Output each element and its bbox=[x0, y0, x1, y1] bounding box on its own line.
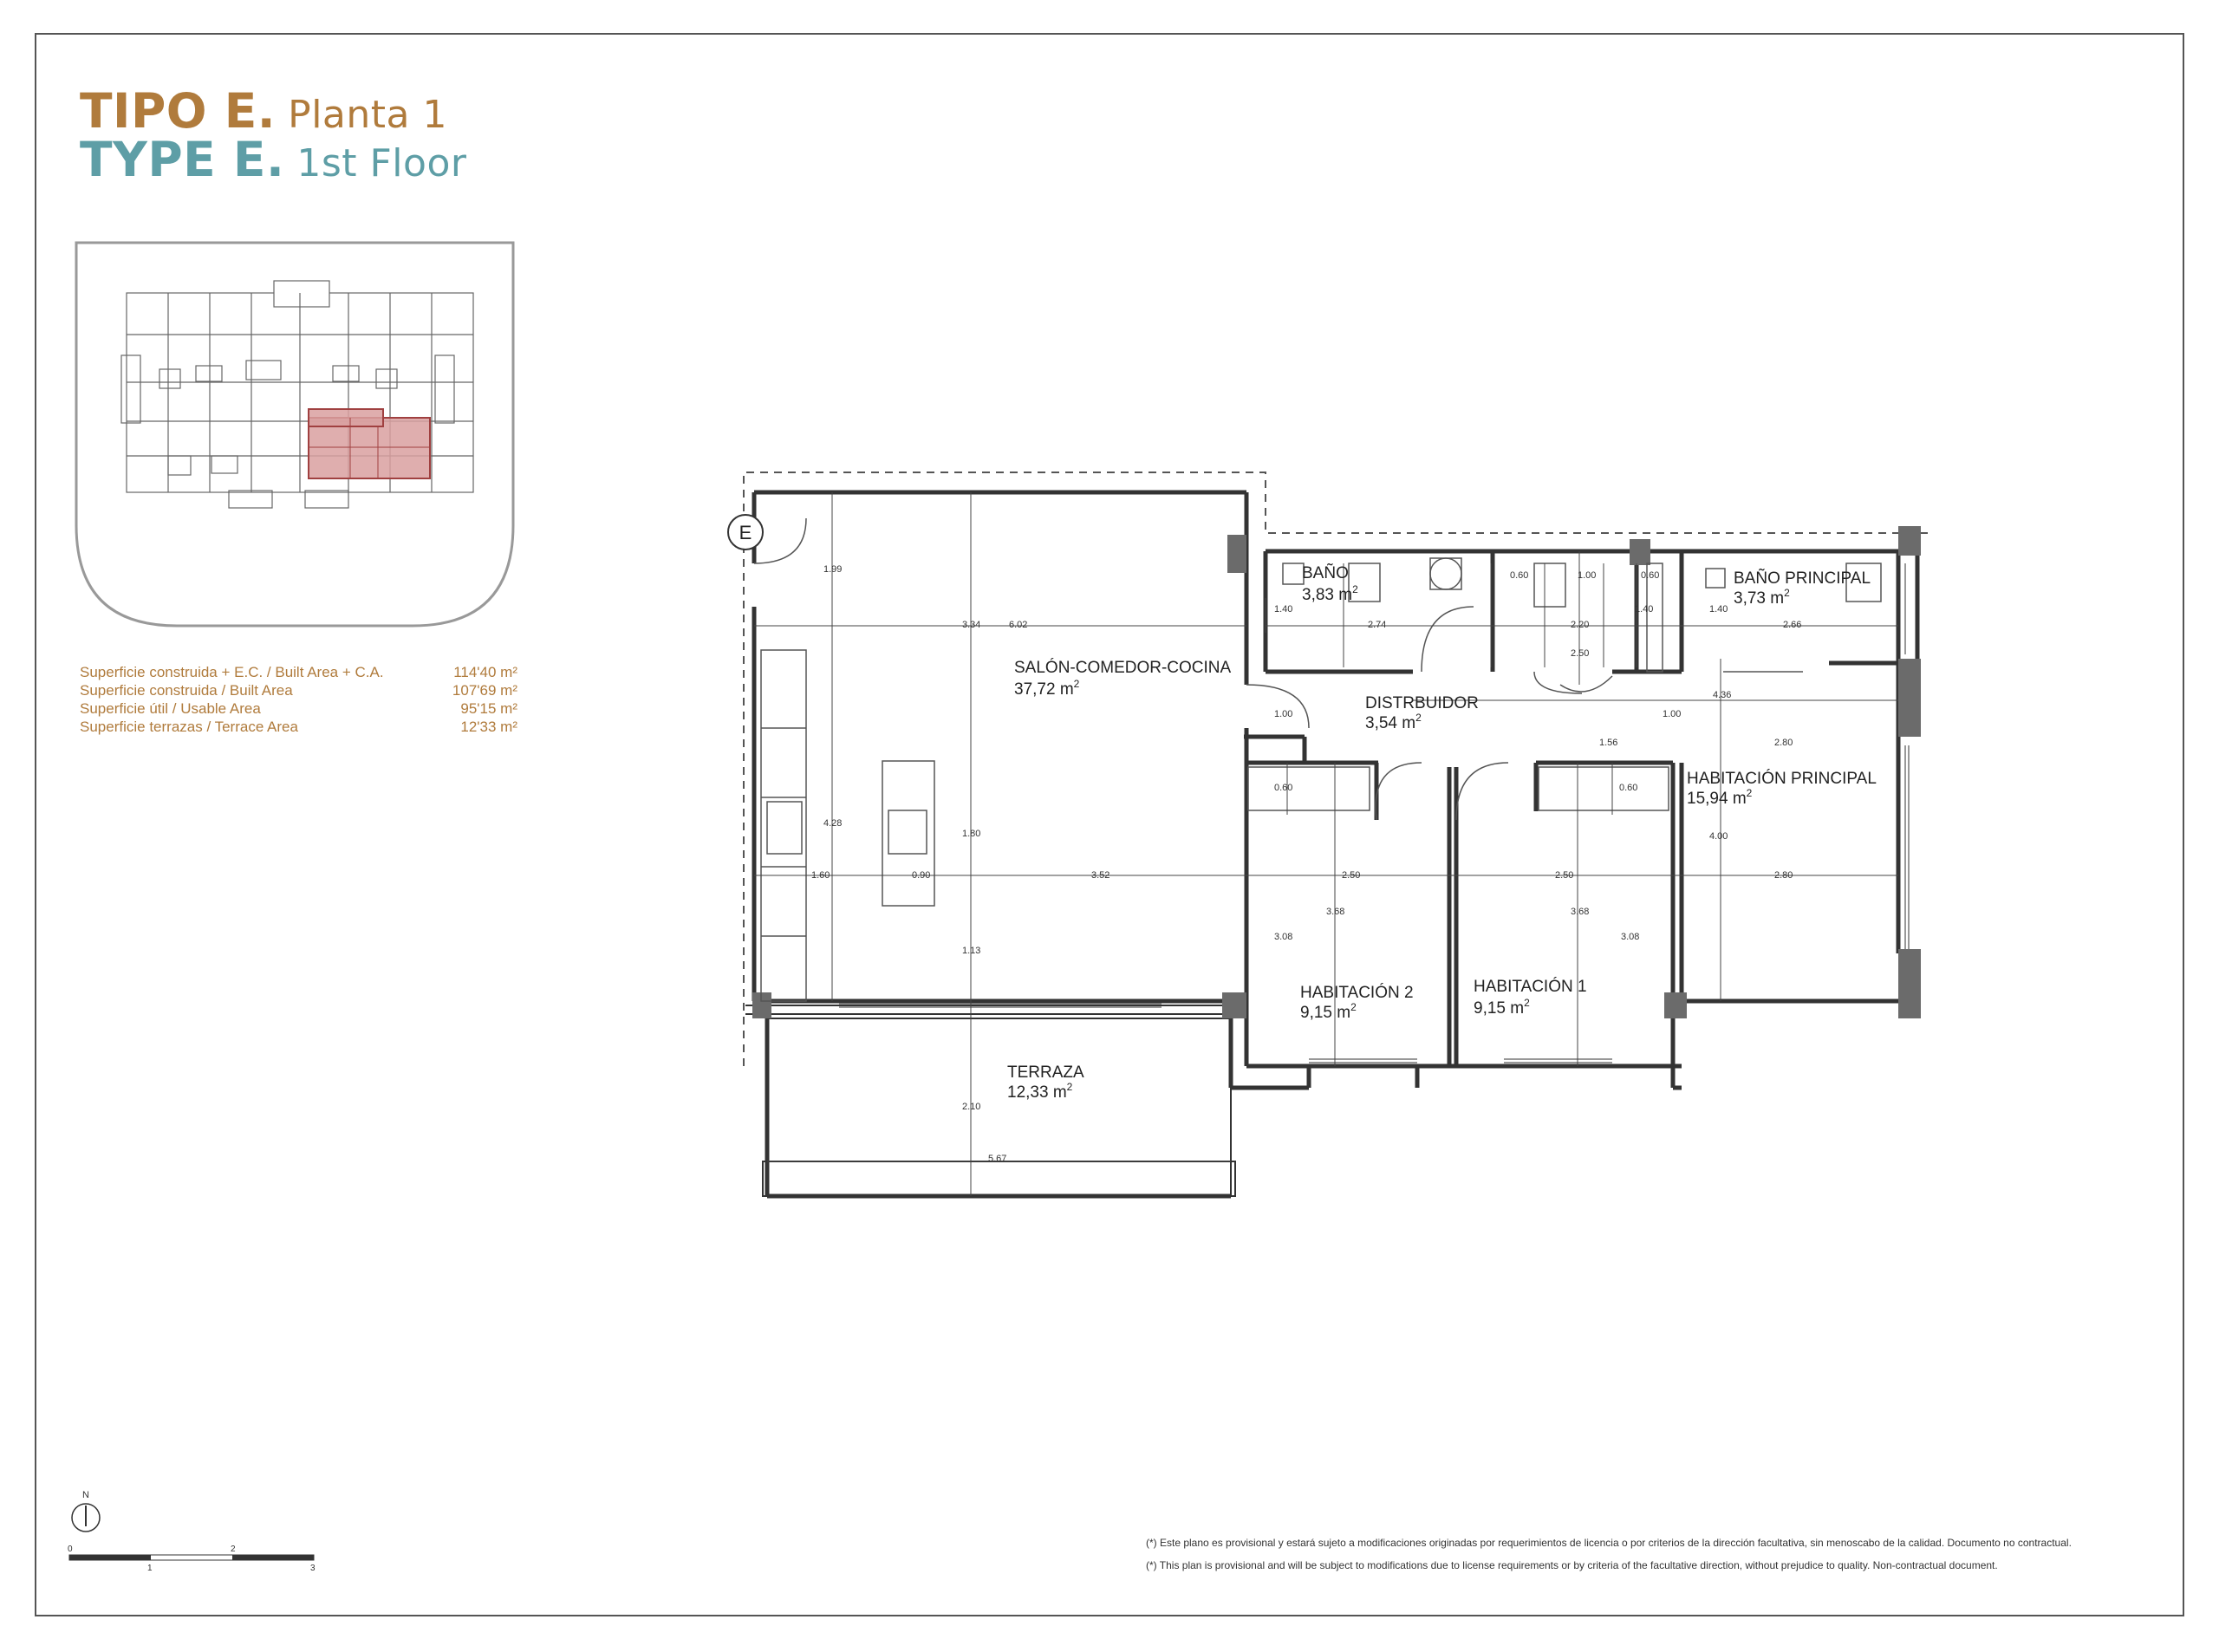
dimension-label: 5.67 bbox=[988, 1154, 1006, 1164]
entrance-marker bbox=[727, 514, 764, 550]
title-spanish: TIPO E.Planta 1 bbox=[80, 83, 447, 139]
dimension-label: 2.10 bbox=[962, 1102, 980, 1112]
dimension-label: 2.66 bbox=[1783, 620, 1801, 630]
room-name-bedroom-1: HABITACIÓN 1 bbox=[1474, 977, 1587, 996]
dimension-label: 1.00 bbox=[1578, 570, 1596, 581]
dimension-label: 1.40 bbox=[1274, 604, 1292, 615]
entrance-label: E bbox=[739, 522, 752, 543]
dimension-label: 2.80 bbox=[1774, 738, 1793, 748]
scale-tick: 0 bbox=[68, 1545, 73, 1554]
dimension-label: 3.52 bbox=[1091, 870, 1110, 881]
dimension-label: 3.08 bbox=[1621, 932, 1639, 942]
dimension-label: 0.60 bbox=[1641, 570, 1659, 581]
dimension-label: 4.36 bbox=[1713, 690, 1731, 700]
dimension-label: 2.50 bbox=[1342, 870, 1360, 881]
disclaimer-english: (*) This plan is provisional and will be… bbox=[1146, 1559, 1998, 1571]
dimension-label: 3.08 bbox=[1274, 932, 1292, 942]
room-name-terrace: TERRAZA bbox=[1007, 1063, 1084, 1082]
area-table: Superficie construida + E.C. / Built Are… bbox=[80, 663, 517, 736]
dimension-label: 0.60 bbox=[1510, 570, 1528, 581]
area-label: Superficie terrazas / Terrace Area bbox=[80, 719, 298, 735]
room-area-living: 37,72 m2 bbox=[1014, 678, 1080, 699]
dimension-label: 0.60 bbox=[1274, 783, 1292, 793]
room-area-terrace: 12,33 m2 bbox=[1007, 1081, 1073, 1102]
dimension-label: 2.20 bbox=[1571, 620, 1589, 630]
title-english: TYPE E.1st Floor bbox=[80, 132, 466, 187]
room-area-bedroom-1: 9,15 m2 bbox=[1474, 997, 1530, 1018]
scale-tick: 1 bbox=[147, 1564, 153, 1573]
room-name-main-bath: BAÑO PRINCIPAL bbox=[1734, 569, 1871, 588]
area-value: 107'69 m² bbox=[452, 682, 517, 699]
area-row: Superficie construida + E.C. / Built Are… bbox=[80, 663, 517, 681]
area-value: 12'33 m² bbox=[460, 719, 517, 735]
room-area-master-bedroom: 15,94 m2 bbox=[1687, 787, 1753, 808]
page-frame bbox=[35, 33, 2184, 1616]
dimension-label: 1.80 bbox=[962, 829, 980, 839]
dimension-label: 3.34 bbox=[962, 620, 980, 630]
area-value: 95'15 m² bbox=[460, 700, 517, 717]
dimension-label: 1.99 bbox=[823, 564, 842, 575]
dimension-label: 1.00 bbox=[1274, 709, 1292, 719]
dimension-label: 2.50 bbox=[1571, 648, 1589, 659]
room-area-bedroom-2: 9,15 m2 bbox=[1300, 1001, 1357, 1022]
type-label-en: TYPE E. bbox=[80, 132, 285, 187]
dimension-label: 1.00 bbox=[1663, 709, 1681, 719]
dimension-label: 2.80 bbox=[1774, 870, 1793, 881]
dimension-label: 4.28 bbox=[823, 818, 842, 829]
key-plan bbox=[75, 241, 515, 628]
dimension-label: 1.13 bbox=[962, 946, 980, 956]
dimension-label: 2.74 bbox=[1368, 620, 1386, 630]
area-row: Superficie construida / Built Area 107'69… bbox=[80, 681, 517, 699]
dimension-label: 2.50 bbox=[1555, 870, 1573, 881]
room-name-master-bedroom: HABITACIÓN PRINCIPAL bbox=[1687, 769, 1877, 788]
floor-label-es: Planta 1 bbox=[288, 93, 447, 137]
scale-tick: 3 bbox=[310, 1564, 316, 1573]
room-name-bath: BAÑO bbox=[1302, 563, 1349, 582]
dimension-label: 1.56 bbox=[1599, 738, 1617, 748]
room-area-bath: 3,83 m2 bbox=[1302, 583, 1358, 604]
room-name-bedroom-2: HABITACIÓN 2 bbox=[1300, 983, 1414, 1002]
dimension-label: 1.60 bbox=[811, 870, 830, 881]
room-area-hall: 3,54 m2 bbox=[1365, 712, 1422, 732]
dimension-label: 3.68 bbox=[1571, 907, 1589, 917]
area-value: 114'40 m² bbox=[453, 664, 517, 680]
room-name-hall: DISTRBUIDOR bbox=[1365, 694, 1479, 712]
scale-bar: 0 2 1 3 bbox=[68, 1545, 316, 1573]
north-label: N bbox=[82, 1490, 89, 1500]
disclaimer-spanish: (*) Este plano es provisional y estará s… bbox=[1146, 1537, 2072, 1549]
dimension-label: 3.68 bbox=[1326, 907, 1344, 917]
scale-tick: 2 bbox=[231, 1545, 236, 1554]
room-area-main-bath: 3,73 m2 bbox=[1734, 587, 1790, 608]
room-name-living: SALÓN-COMEDOR-COCINA bbox=[1014, 658, 1232, 677]
dimension-label: 1.40 bbox=[1635, 604, 1653, 615]
area-row: Superficie útil / Usable Area 95'15 m² bbox=[80, 699, 517, 718]
area-label: Superficie construida / Built Area bbox=[80, 682, 293, 699]
area-label: Superficie construida + E.C. / Built Are… bbox=[80, 664, 384, 680]
area-label: Superficie útil / Usable Area bbox=[80, 700, 261, 717]
area-row: Superficie terrazas / Terrace Area 12'33 … bbox=[80, 718, 517, 736]
dimension-label: 1.40 bbox=[1709, 604, 1728, 615]
north-arrow-icon: N bbox=[71, 1490, 101, 1532]
dimension-label: 6.02 bbox=[1009, 620, 1027, 630]
type-label-es: TIPO E. bbox=[80, 83, 277, 139]
dimension-label: 4.00 bbox=[1709, 831, 1728, 842]
dimension-label: 0.90 bbox=[912, 870, 930, 881]
floor-label-en: 1st Floor bbox=[296, 141, 467, 185]
dimension-label: 0.60 bbox=[1619, 783, 1637, 793]
